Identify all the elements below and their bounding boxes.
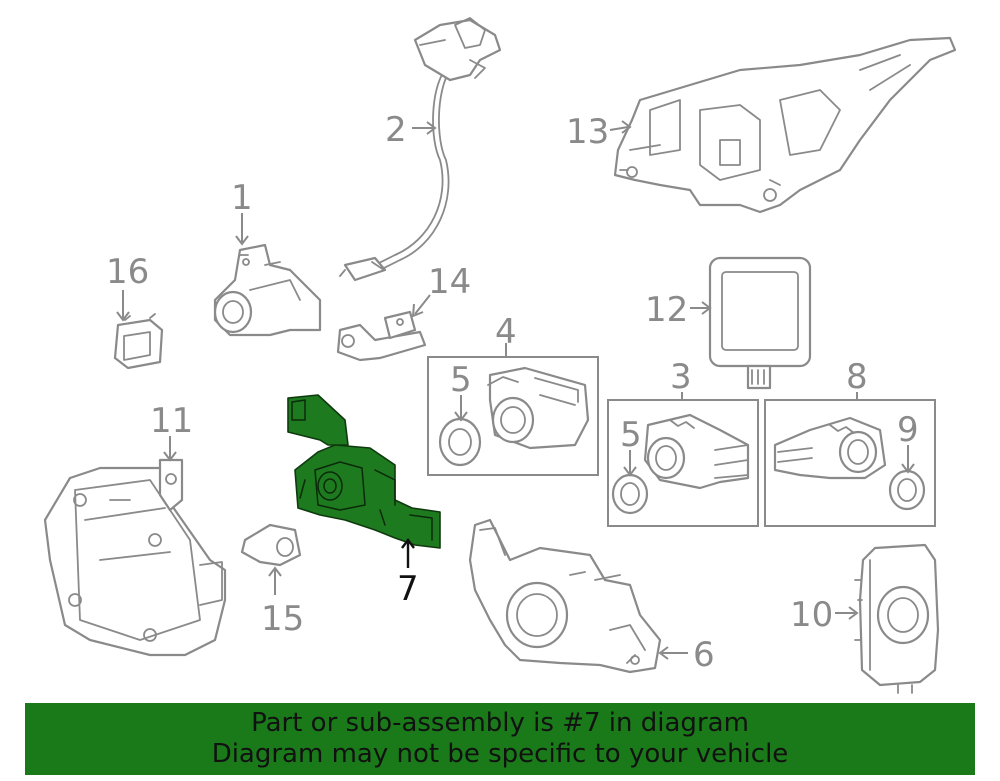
callout-5-b: 5 xyxy=(620,415,642,455)
part-5-grommet-a[interactable] xyxy=(438,417,482,467)
callout-4: 4 xyxy=(495,312,517,352)
callout-7: 7 xyxy=(397,569,419,609)
part-5-grommet-b[interactable] xyxy=(611,473,649,515)
part-12-module[interactable] xyxy=(708,256,812,390)
part-9-grommet[interactable] xyxy=(888,469,926,511)
notice-banner: Part or sub-assembly is #7 in diagram Di… xyxy=(25,703,975,775)
callout-15: 15 xyxy=(261,599,304,639)
part-16-clip[interactable] xyxy=(113,313,164,370)
part-7-bracket-highlighted[interactable] xyxy=(287,394,441,549)
callout-9: 9 xyxy=(897,410,919,450)
callout-6: 6 xyxy=(693,635,715,675)
part-14-bracket[interactable] xyxy=(336,310,427,362)
callout-1: 1 xyxy=(231,178,253,218)
callout-5-a: 5 xyxy=(450,360,472,400)
part-8-sensor[interactable] xyxy=(773,416,887,480)
leader-lines xyxy=(116,120,915,660)
part-1-camera[interactable] xyxy=(213,243,322,337)
part-13-bracket[interactable] xyxy=(613,36,957,214)
part-2-harness[interactable] xyxy=(339,17,502,282)
callout-13: 13 xyxy=(566,112,609,152)
callout-12: 12 xyxy=(645,290,688,330)
part-8-group-box xyxy=(764,399,936,527)
part-15-connector[interactable] xyxy=(240,523,302,567)
callout-10: 10 xyxy=(790,595,833,635)
part-4-group-box xyxy=(427,356,599,476)
callout-3: 3 xyxy=(670,357,692,397)
callout-8: 8 xyxy=(846,357,868,397)
part-4-sensor[interactable] xyxy=(487,366,590,450)
part-6-bracket[interactable] xyxy=(468,518,662,674)
parts-diagram: 1 2 13 16 14 12 4 3 8 5 5 9 11 15 6 10 7 xyxy=(43,17,957,694)
part-10-housing[interactable] xyxy=(854,543,940,694)
callout-14: 14 xyxy=(428,262,471,302)
part-3-sensor[interactable] xyxy=(643,413,750,490)
part-11-module[interactable] xyxy=(43,458,227,657)
callout-11: 11 xyxy=(150,401,193,441)
callout-16: 16 xyxy=(106,252,149,292)
callout-2: 2 xyxy=(385,110,407,150)
banner-line-1: Part or sub-assembly is #7 in diagram xyxy=(251,708,749,738)
banner-line-2: Diagram may not be specific to your vehi… xyxy=(211,739,789,769)
